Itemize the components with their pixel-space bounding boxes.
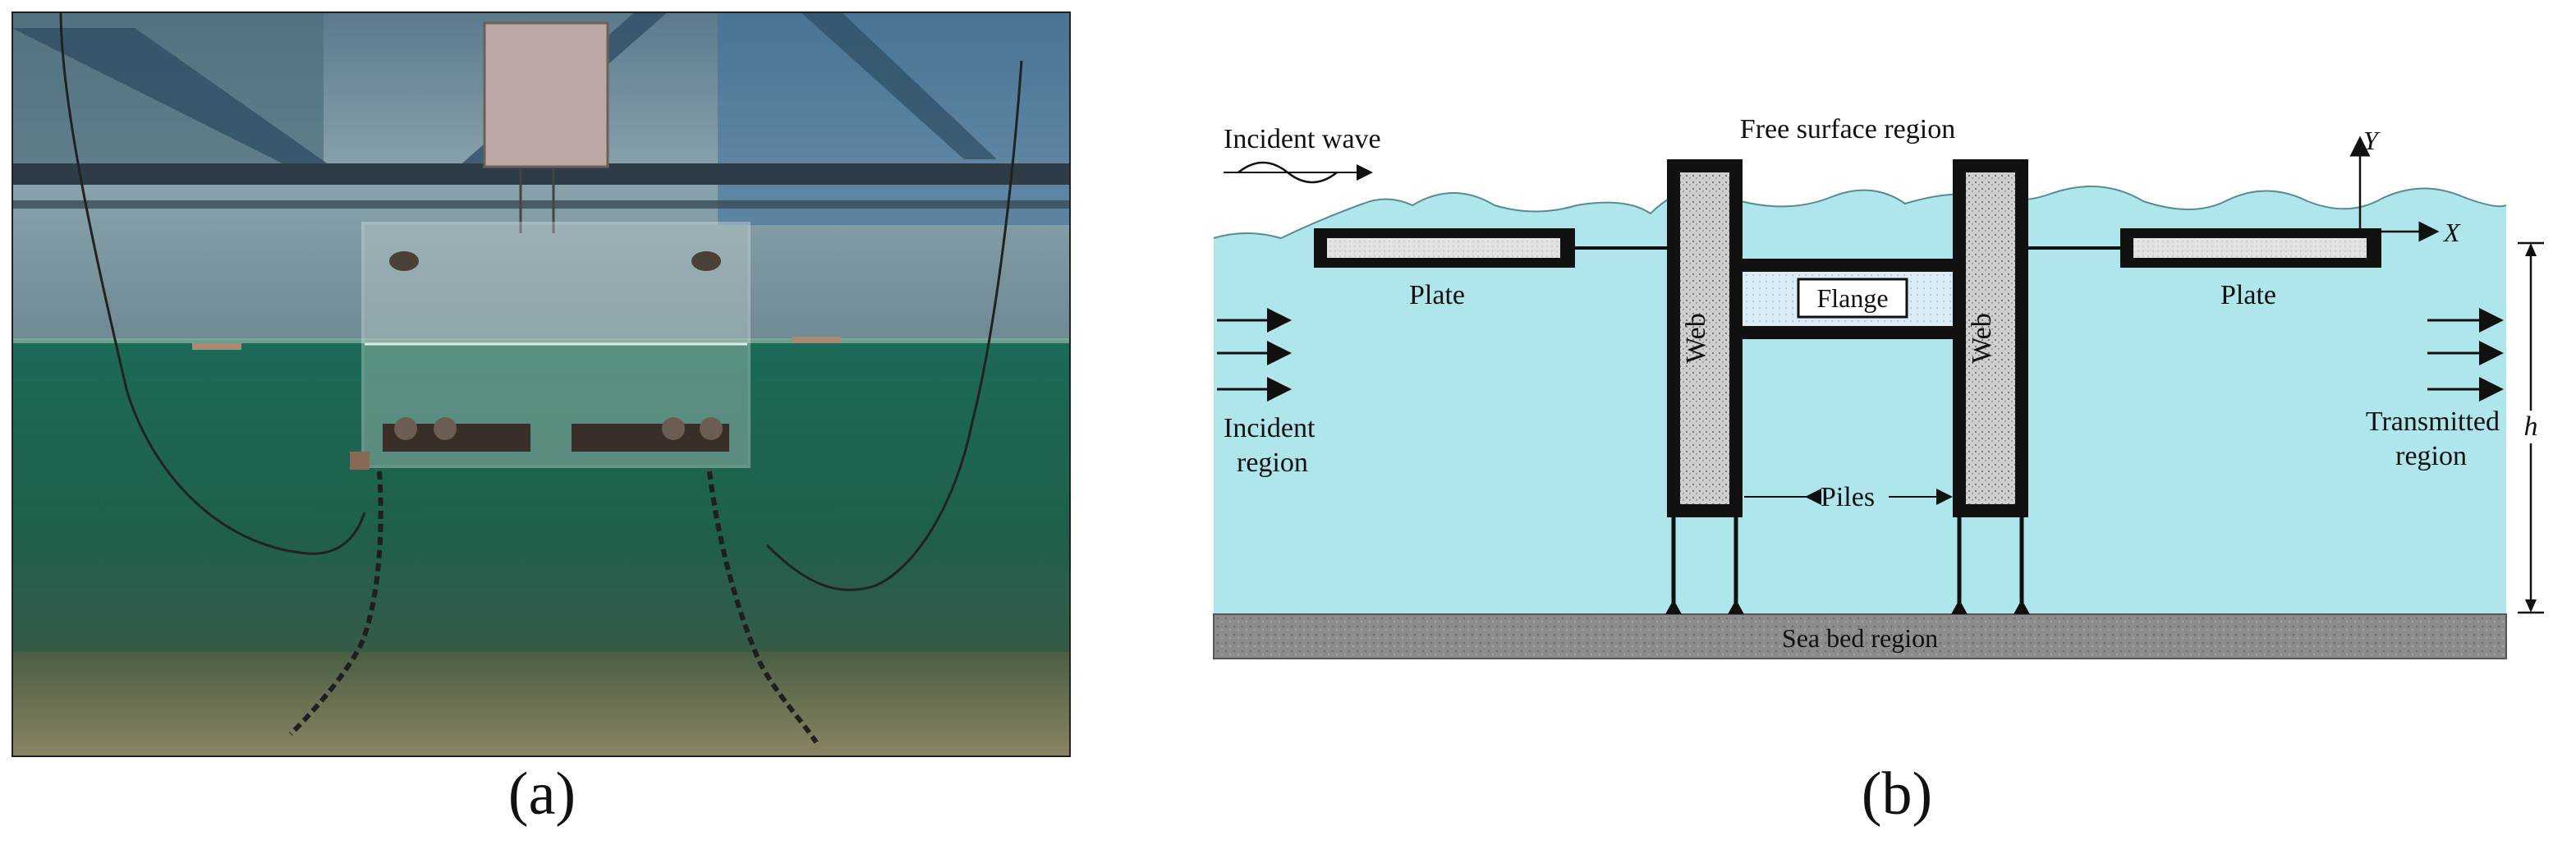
bolt: [389, 251, 419, 271]
flange-label-box: [1797, 278, 1908, 319]
plate-right-label: Plate: [2220, 280, 2276, 310]
bolt: [691, 251, 721, 271]
free-surface-label: Free surface region: [1740, 114, 1955, 145]
transmitted-region-label-2: region: [2395, 441, 2467, 471]
pile-foot: [1665, 599, 1682, 614]
measurement-board: [483, 21, 609, 168]
steel-beam: [800, 11, 997, 159]
piles-label: Piles: [1821, 482, 1875, 512]
sea-bed: [1213, 613, 2507, 659]
experiment-photo: [11, 11, 1071, 757]
sensor-cable: [59, 11, 366, 555]
flume-bottom: [11, 652, 1071, 757]
free-surface-line: [1213, 186, 2507, 240]
pile-foot: [1951, 599, 1968, 614]
web-left-label: Web: [1681, 313, 1711, 363]
schematic-diagram: Sea bed region Plate Plate Web Web Flang…: [1166, 82, 2546, 706]
web-right-label: Web: [1967, 313, 1997, 363]
panel-a-caption: (a): [507, 760, 576, 828]
steel-beam: [11, 28, 356, 184]
schematic-svg: Sea bed region Plate Plate Web Web Flang…: [1213, 114, 2544, 659]
incident-region-label-1: Incident: [1224, 413, 1316, 443]
flange-label: Flange: [1816, 283, 1888, 313]
depth-label: h: [2524, 411, 2538, 442]
x-axis-label: X: [2442, 218, 2461, 247]
incident-region-label-2: region: [1237, 448, 1308, 478]
pile-foot: [1728, 599, 1744, 614]
flume-photo-drawing: [11, 11, 1071, 757]
transmitted-region-label-1: Transmitted: [2366, 406, 2500, 437]
flume-water: [11, 340, 1071, 685]
panel-b-caption: (b): [1861, 760, 1933, 828]
sensor-cable: [765, 60, 1023, 591]
mooring-chain-left: [288, 471, 383, 737]
incident-wave-label: Incident wave: [1224, 124, 1381, 154]
plate-left-label: Plate: [1409, 280, 1465, 310]
sea-bed-label: Sea bed region: [1782, 623, 1938, 653]
y-axis-label: Y: [2363, 126, 2381, 155]
mooring-chain-right: [707, 471, 819, 744]
water-region: [1214, 186, 2506, 614]
pile-foot: [2014, 599, 2030, 614]
